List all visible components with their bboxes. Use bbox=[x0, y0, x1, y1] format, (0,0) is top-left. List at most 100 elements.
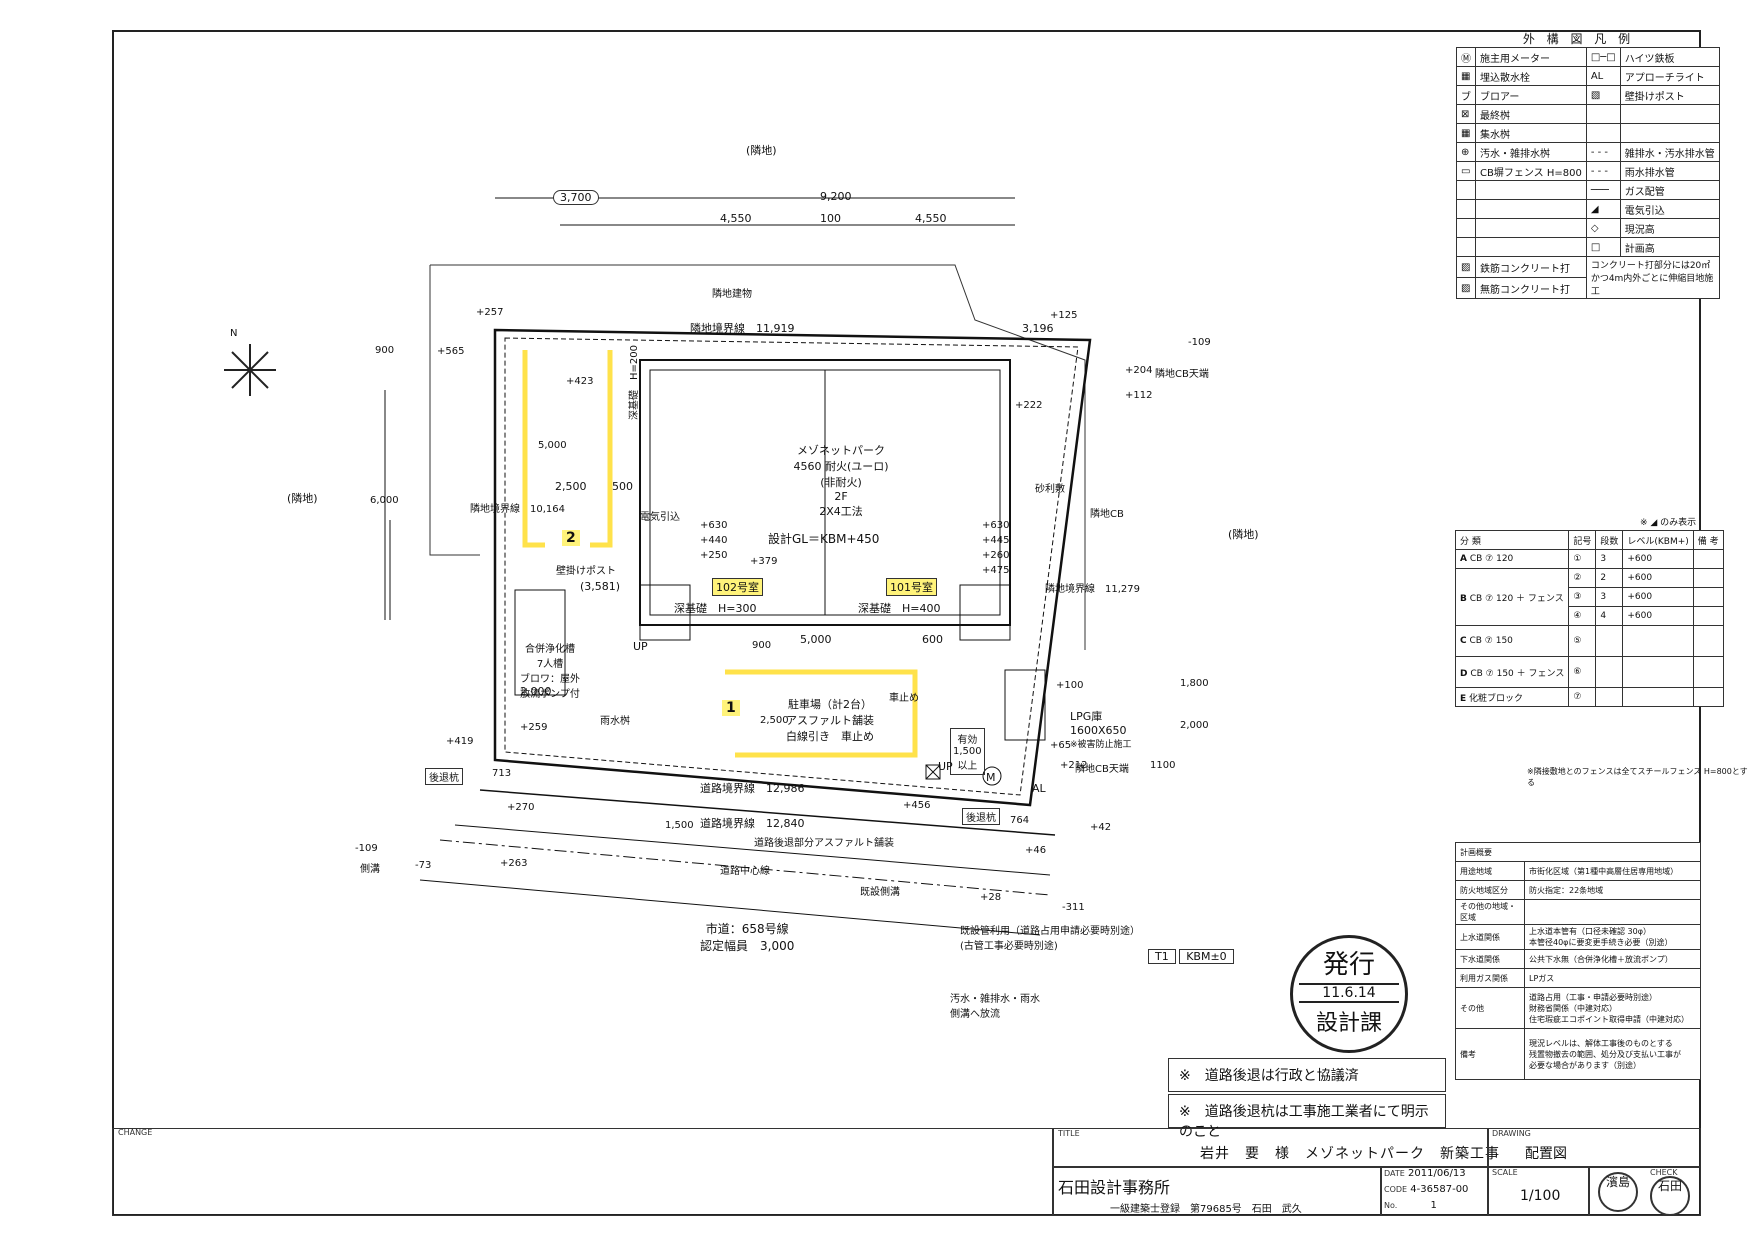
dim-4550-b: 4,550 bbox=[915, 212, 947, 225]
plan-table: 計画概要 用途地域市街化区域（第1種中高層住居専用地域） 防火地域区分防火指定：… bbox=[1455, 842, 1701, 1080]
road-boundary-2: 道路境界線 12,840 bbox=[700, 817, 805, 830]
legend-item: ガス配管 bbox=[1619, 180, 1720, 200]
tank-info: 合併浄化槽 7人槽 ブロワ：屋外 放流ポンプ付 bbox=[520, 640, 580, 700]
up-label-2: UP bbox=[633, 640, 648, 653]
road-name: 市道：658号線 bbox=[705, 922, 789, 936]
svg-text:N: N bbox=[230, 328, 237, 339]
neighbor-building-label: 隣地建物 bbox=[712, 289, 752, 300]
room-101: 101号室 bbox=[886, 578, 937, 596]
check-label: CHECK bbox=[1650, 1168, 1678, 1177]
level-marker: +423 bbox=[566, 376, 594, 387]
stamp-dept: 設計課 bbox=[1315, 1011, 1382, 1036]
cb-right-label: 隣地CB bbox=[1090, 509, 1124, 520]
road-info: 市道：658号線 認定幅員 3,000 bbox=[700, 920, 794, 954]
dim-9200: 9,200 bbox=[820, 190, 852, 203]
title-divider bbox=[1052, 1128, 1054, 1216]
building-spec-3: 2F bbox=[834, 490, 848, 503]
fence-header: 分 類 bbox=[1454, 530, 1570, 550]
dim-1100: 1100 bbox=[1150, 760, 1176, 771]
legend-icon: ◇ bbox=[1585, 218, 1621, 238]
fence-footer: ※隣接敷地とのフェンスは全てスチールフェンス H=800とする bbox=[1527, 767, 1748, 787]
boundary-top-label: 隣地境界線 11,919 bbox=[690, 322, 795, 335]
architect-reg: 一級建築士登録 第79685号 石田 武久 bbox=[1110, 1204, 1302, 1215]
seal-hamajima: 濱島 bbox=[1598, 1172, 1638, 1212]
dim-3581: (3,581) bbox=[580, 580, 621, 593]
road-note-line1: 既設管利用（道路占用申請必要時別途） bbox=[960, 926, 1140, 937]
benchmark-label: T1 bbox=[1148, 949, 1176, 964]
issue-stamp: 発行 11.6.14 設計課 bbox=[1290, 935, 1408, 1053]
legend-icon: ▦ bbox=[1456, 66, 1476, 86]
legend-item: 壁掛けポスト bbox=[1619, 85, 1720, 105]
svg-text:M: M bbox=[986, 771, 996, 784]
legend-icon: ▭ bbox=[1456, 161, 1476, 181]
legend-note: コンクリート打部分には20㎡かつ4m内外ごとに伸縮目地施工 bbox=[1585, 256, 1720, 299]
level-marker: +250 bbox=[700, 550, 728, 561]
plan-key: 防火地域区分 bbox=[1455, 880, 1525, 900]
legend-item: CB塀フェンス H=800 bbox=[1475, 161, 1587, 181]
fence-spec: 化粧ブロック bbox=[1469, 693, 1524, 704]
road-width: 認定幅員 3,000 bbox=[700, 939, 795, 953]
legend-item: 無筋コンクリート打 bbox=[1475, 277, 1587, 299]
level-marker: +440 bbox=[700, 535, 728, 546]
level-marker: -109 bbox=[355, 843, 378, 854]
dim-900: 900 bbox=[375, 345, 395, 356]
seal-divider bbox=[1588, 1166, 1590, 1216]
legend-item: ブロアー bbox=[1475, 85, 1587, 105]
level-marker: +259 bbox=[520, 722, 548, 733]
dist-713: 713 bbox=[492, 768, 512, 779]
fence-cell: +600 bbox=[1622, 587, 1694, 607]
legend-item: 埋込散水栓 bbox=[1475, 66, 1587, 86]
up-label: UP bbox=[938, 760, 953, 773]
level-marker: -109 bbox=[1188, 337, 1211, 348]
boundary-left-label: 隣地境界線 10,164 bbox=[470, 504, 565, 515]
parking-info: 駐車場（計2台） アスファルト舗装 白線引き 車止め bbox=[785, 696, 875, 744]
north-arrow-icon: N bbox=[224, 328, 276, 396]
legend-icon: - - - bbox=[1585, 161, 1621, 181]
dim-1800: 1,800 bbox=[1180, 678, 1209, 689]
dim-2000-b: 2,000 bbox=[1180, 720, 1209, 731]
fence-cell: ⑥ bbox=[1568, 656, 1597, 688]
level-marker: +46 bbox=[1025, 845, 1047, 856]
dim-5000-b: 5,000 bbox=[800, 633, 832, 646]
neighbor-left-label: (隣地) bbox=[287, 492, 318, 505]
level-marker: +263 bbox=[500, 858, 528, 869]
foundation-top: 深基礎 H=200 bbox=[629, 345, 640, 420]
level-marker: +42 bbox=[1090, 822, 1112, 833]
fence-cell: ③ bbox=[1568, 587, 1597, 607]
date-label: DATE bbox=[1384, 1169, 1405, 1178]
plan-key: その他 bbox=[1455, 987, 1525, 1029]
no-label: No. bbox=[1384, 1201, 1398, 1210]
plan-value: 公共下水無（合併浄化槽＋放流ポンプ） bbox=[1524, 949, 1701, 969]
level-marker: -311 bbox=[1062, 902, 1085, 913]
legend-icon: AL bbox=[1585, 66, 1621, 86]
plan-value: 市街化区域（第1種中高層住居専用地域） bbox=[1524, 861, 1701, 881]
plan-value: 上水道本管有（口径未確認 30φ） 本管径40φに要変更手続き必要（別途） bbox=[1524, 924, 1701, 950]
level-marker: +112 bbox=[1125, 390, 1153, 401]
fence-cell: 2 bbox=[1595, 568, 1624, 588]
dim-500: 500 bbox=[612, 480, 633, 493]
parking-num-2: 2 bbox=[562, 530, 580, 546]
stake-label-2: 後退杭 bbox=[962, 808, 1000, 825]
dim-2500: 2,500 bbox=[555, 480, 587, 493]
plan-value bbox=[1524, 899, 1701, 925]
cb-bottom-label: 隣地CB天端 bbox=[1075, 764, 1129, 775]
note-1: ※ 道路後退は行政と協議済 bbox=[1168, 1058, 1446, 1092]
dim-4550-a: 4,550 bbox=[720, 212, 752, 225]
plan-key: その他の地域・区域 bbox=[1455, 899, 1525, 925]
office-name: 石田設計事務所 bbox=[1058, 1178, 1171, 1197]
building-spec-2: (非耐火) bbox=[820, 476, 862, 489]
clearance-note: 以上 bbox=[957, 761, 978, 772]
fence-type: E bbox=[1460, 693, 1467, 704]
level-marker: +419 bbox=[446, 736, 474, 747]
legend-icon: □ bbox=[1585, 237, 1621, 257]
level-marker: -73 bbox=[415, 860, 432, 871]
level-marker: +260 bbox=[982, 550, 1010, 561]
level-marker: +456 bbox=[903, 800, 931, 811]
elec-label: 電気引込 bbox=[640, 512, 680, 523]
legend-icon: ◢ bbox=[1585, 199, 1621, 219]
legend-item: 最終桝 bbox=[1475, 104, 1587, 124]
boundary-top-right-dim: 3,196 bbox=[1022, 322, 1054, 335]
fence-cell: ④ bbox=[1568, 606, 1597, 626]
dim-5000: 5,000 bbox=[538, 440, 567, 451]
